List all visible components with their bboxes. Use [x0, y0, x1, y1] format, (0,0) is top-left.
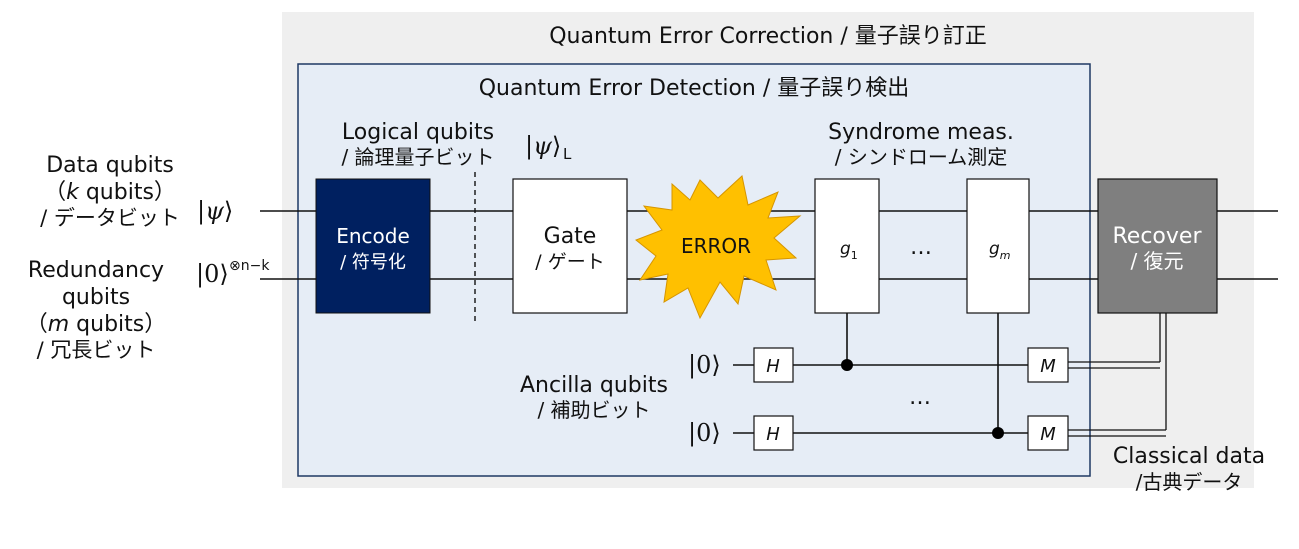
g1-control-dot: [841, 359, 853, 371]
ancilla2-state-ket: |0⟩: [688, 419, 721, 448]
error-label: ERROR: [681, 234, 751, 258]
logical-qubits-jp: / 論理量子ビット: [341, 145, 494, 169]
gate-label-jp: / ゲート: [535, 251, 604, 273]
recover-label-jp: / 復元: [1130, 249, 1183, 273]
m2-gate: [1027, 415, 1069, 451]
logical-state-ket: |ψ⟩: [525, 132, 561, 161]
recover-block: [1097, 178, 1218, 314]
recover-label: Recover: [1113, 224, 1203, 249]
h2-label: H: [766, 424, 780, 445]
logical-qubits-label: Logical qubits: [342, 120, 494, 145]
m2-label: M: [1040, 424, 1056, 445]
classical-wires: [1068, 313, 1167, 437]
qec-outer-label: Quantum Error Correction / 量子誤り訂正: [549, 24, 987, 49]
ancilla1-state-ket: |0⟩: [688, 351, 721, 380]
redundancy-jp: / 冗長ビット: [37, 338, 156, 362]
encode-block: [315, 178, 431, 314]
data-qubits-jp: / データビット: [40, 206, 180, 230]
h1-label: H: [766, 356, 780, 377]
classical-data-label: Classical data: [1113, 444, 1265, 469]
ancilla-label-jp: / 補助ビット: [537, 398, 650, 422]
data-qubits-count: （k qubits）: [44, 180, 176, 205]
gate-label: Gate: [544, 224, 597, 249]
h1-gate: [753, 347, 794, 383]
m1-label: M: [1040, 356, 1056, 377]
gm-block: [966, 178, 1030, 314]
redundancy-label: Redundancy: [28, 258, 164, 283]
ancilla-dots: …: [909, 385, 931, 410]
ancilla-label: Ancilla qubits: [520, 373, 668, 398]
g1-block: [814, 178, 880, 314]
logical-state-sub: L: [563, 145, 572, 163]
encode-label: Encode: [336, 224, 410, 248]
syndrome-label: Syndrome meas.: [828, 120, 1014, 145]
h2-gate: [753, 415, 794, 451]
g1-label: g1: [840, 239, 858, 262]
gate-block: [512, 178, 628, 314]
classical-data-jp: /古典データ: [1136, 470, 1243, 494]
data-qubits-label: Data qubits: [46, 153, 174, 178]
gm-label: gm: [989, 239, 1011, 262]
qed-inner-label: Quantum Error Detection / 量子誤り検出: [479, 76, 910, 101]
redundancy-state-ket: |0⟩: [196, 260, 229, 289]
redundancy-state-superscript: ⊗n−k: [229, 258, 270, 274]
redundancy-qubits-word: qubits: [62, 285, 130, 310]
data-state-ket: |ψ⟩: [197, 197, 233, 226]
encode-label-jp: / 符号化: [340, 252, 406, 273]
syndrome-label-jp: / シンドローム測定: [835, 145, 1008, 169]
gm-control-dot: [992, 427, 1004, 439]
redundancy-count: （m qubits）: [26, 312, 167, 337]
m1-gate: [1027, 347, 1069, 383]
error-burst: [635, 175, 802, 320]
syndrome-dots: …: [910, 235, 932, 260]
